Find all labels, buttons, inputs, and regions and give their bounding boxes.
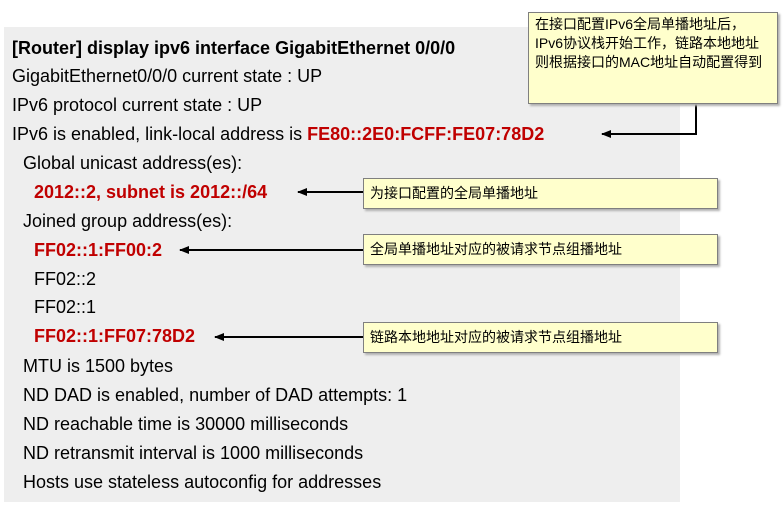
nd-retransmit-line: ND retransmit interval is 1000 milliseco… [23,443,364,463]
group-address-ff02-1: FF02::1 [34,297,97,317]
link-local-address: FE80::2E0:FCFF:FE07:78D2 [307,124,545,144]
nd-dad-line: ND DAD is enabled, number of DAD attempt… [23,385,408,405]
arrow-link-local [601,104,697,138]
joined-groups-header: Joined group address(es): [23,211,233,231]
link-local-label: IPv6 is enabled, link-local address is [12,124,308,144]
hosts-line: Hosts use stateless autoconfig for addre… [23,472,382,492]
link-local-line: IPv6 is enabled, link-local address is F… [12,123,544,145]
command-line: [Router] display ipv6 interface GigabitE… [12,38,456,58]
callout-link-local: 在接口配置IPv6全局单播地址后，IPv6协议栈开始工作，链路本地地址则根据接口… [528,12,778,104]
group-address-solicited-global: FF02::1:FF00:2 [34,240,163,260]
group-address-solicited-link-local: FF02::1:FF07:78D2 [34,326,196,346]
global-unicast-header: Global unicast address(es): [23,153,243,173]
protocol-state-line: IPv6 protocol current state : UP [12,95,263,115]
callout-solicited-node-global: 全局单播地址对应的被请求节点组播地址 [363,234,718,265]
group-address-ff02-2: FF02::2 [34,269,97,289]
mtu-line: MTU is 1500 bytes [23,356,174,376]
callout-solicited-node-link-local: 链路本地地址对应的被请求节点组播地址 [363,322,718,353]
nd-reachable-line: ND reachable time is 30000 milliseconds [23,414,349,434]
global-unicast-address: 2012::2, subnet is 2012::/64 [34,182,268,202]
callout-global-unicast: 为接口配置的全局单播地址 [363,178,718,209]
current-state-line: GigabitEthernet0/0/0 current state : UP [12,66,323,86]
